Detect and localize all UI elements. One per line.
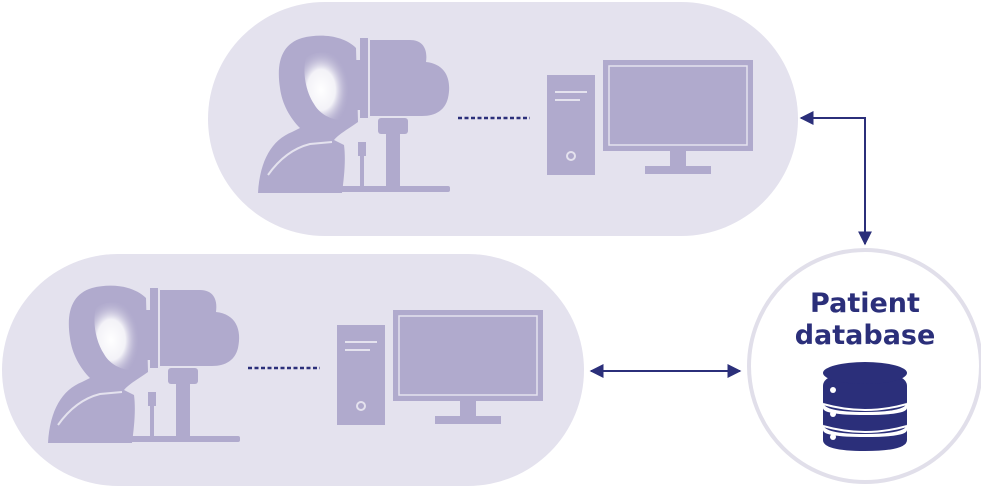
patient-database-node: Patient database bbox=[747, 248, 981, 484]
station-panel-bottom bbox=[2, 254, 584, 486]
database-title-line2: database bbox=[795, 320, 936, 351]
station-panel-top bbox=[208, 2, 798, 236]
database-title-line1: Patient bbox=[810, 288, 920, 319]
arrow-top-to-database bbox=[799, 111, 872, 246]
database-icon bbox=[822, 362, 908, 451]
